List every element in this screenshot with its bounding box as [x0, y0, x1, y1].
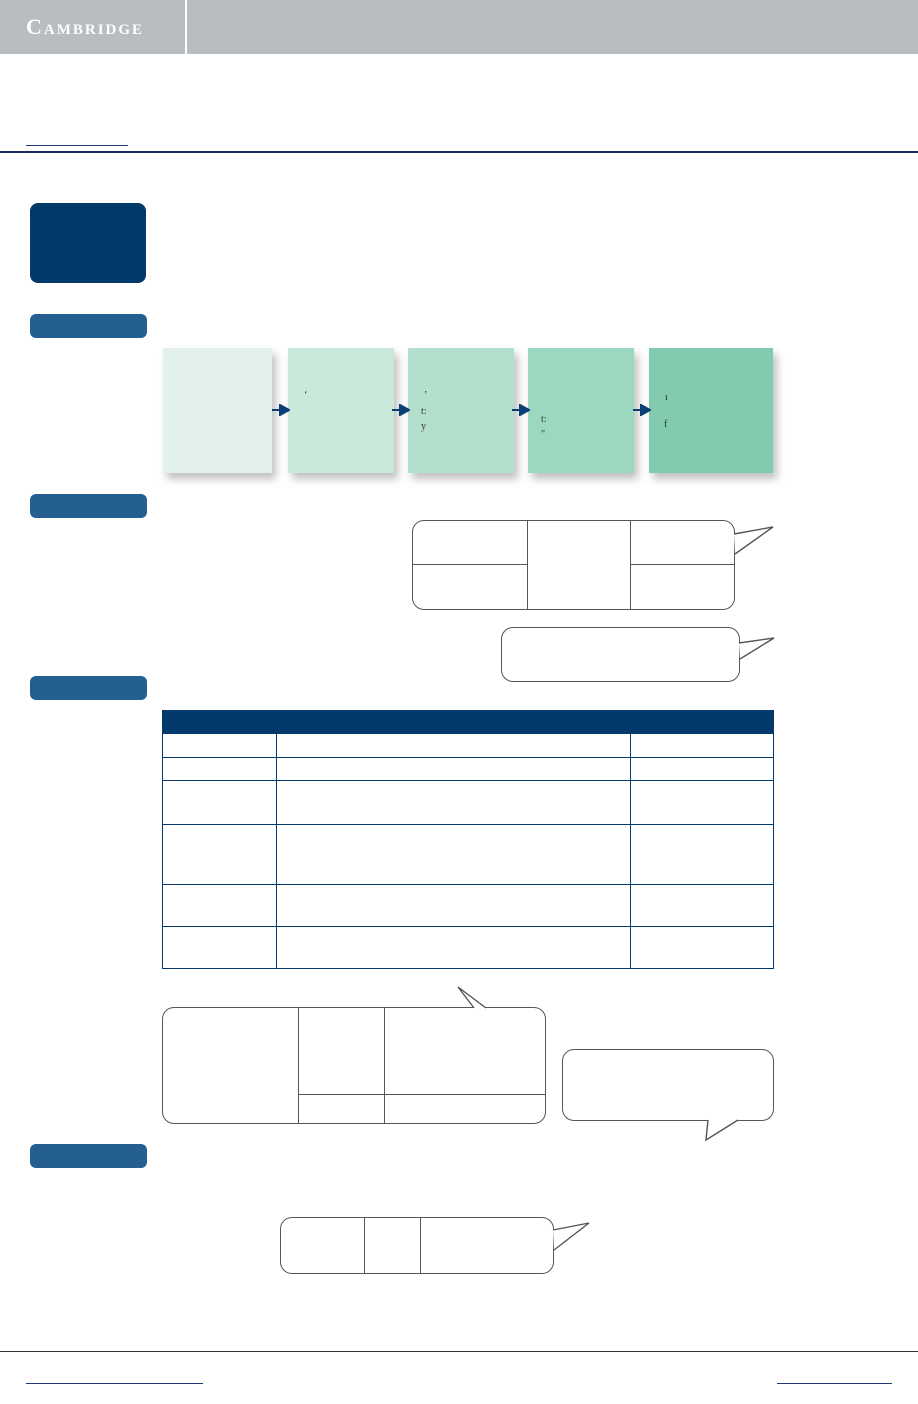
bubble-divider	[630, 520, 631, 610]
arrow-right-icon	[512, 404, 530, 416]
bubble-divider	[298, 1007, 299, 1124]
header-bar	[0, 0, 918, 54]
speech-bubble-tail	[738, 637, 775, 660]
speech-bubble-grid-5	[280, 1217, 554, 1274]
table-column-divider	[630, 734, 631, 969]
section-tab-3	[30, 676, 147, 700]
flow-box-5: ı f	[649, 348, 773, 473]
table-row	[162, 926, 774, 927]
table-row	[162, 757, 774, 758]
speech-bubble-tail	[457, 986, 487, 1009]
bubble-divider	[630, 564, 735, 565]
section-tab-2	[30, 494, 147, 518]
flow-box-5-fragment-2: f	[664, 419, 668, 430]
flow-box-4-fragment-2: "	[541, 429, 546, 440]
bubble-divider	[412, 564, 527, 565]
flow-box-5-fragment-1: ı	[665, 392, 668, 403]
footer-link-right[interactable]	[777, 1383, 892, 1384]
speech-bubble-tail	[733, 526, 774, 555]
data-table	[162, 710, 774, 969]
arrow-right-icon	[272, 404, 290, 416]
bubble-divider	[298, 1094, 546, 1095]
footer-link-left[interactable]	[26, 1383, 203, 1384]
flow-box-1	[163, 348, 272, 473]
speech-bubble-4	[562, 1049, 774, 1121]
flow-box-3: ’ t: y	[408, 348, 514, 473]
header-link-underline[interactable]	[26, 145, 128, 146]
arrow-right-icon	[392, 404, 410, 416]
table-header-row	[162, 710, 774, 734]
speech-bubble-tail	[552, 1222, 590, 1251]
flow-box-3-fragment-1: ’	[424, 390, 428, 401]
speech-bubble-2	[501, 627, 740, 682]
flow-box-2-fragment: ‘	[304, 390, 308, 401]
bubble-divider	[420, 1217, 421, 1274]
footer-rule	[0, 1351, 918, 1352]
bubble-divider	[384, 1007, 385, 1124]
table-row	[162, 884, 774, 885]
table-column-divider	[276, 734, 277, 969]
table-row	[162, 780, 774, 781]
speech-bubble-grid-1	[412, 520, 735, 610]
unit-badge	[30, 203, 146, 283]
table-row	[162, 824, 774, 825]
flow-box-4-fragment-1: t:	[541, 414, 547, 425]
speech-bubble-grid-3	[162, 1007, 546, 1124]
header-rule	[0, 151, 918, 153]
bubble-divider	[527, 520, 528, 610]
bubble-divider	[364, 1217, 365, 1274]
flow-box-2: ‘	[288, 348, 394, 473]
speech-bubble-tail	[705, 1119, 739, 1142]
flow-box-4: t: "	[528, 348, 634, 473]
logo-cell: Cambridge	[0, 0, 187, 54]
flow-box-3-fragment-3: y	[421, 421, 426, 432]
section-tab-1	[30, 314, 147, 338]
section-tab-4	[30, 1144, 147, 1168]
flow-box-3-fragment-2: t:	[421, 406, 427, 417]
arrow-right-icon	[633, 404, 651, 416]
cambridge-logo: Cambridge	[26, 14, 145, 39]
